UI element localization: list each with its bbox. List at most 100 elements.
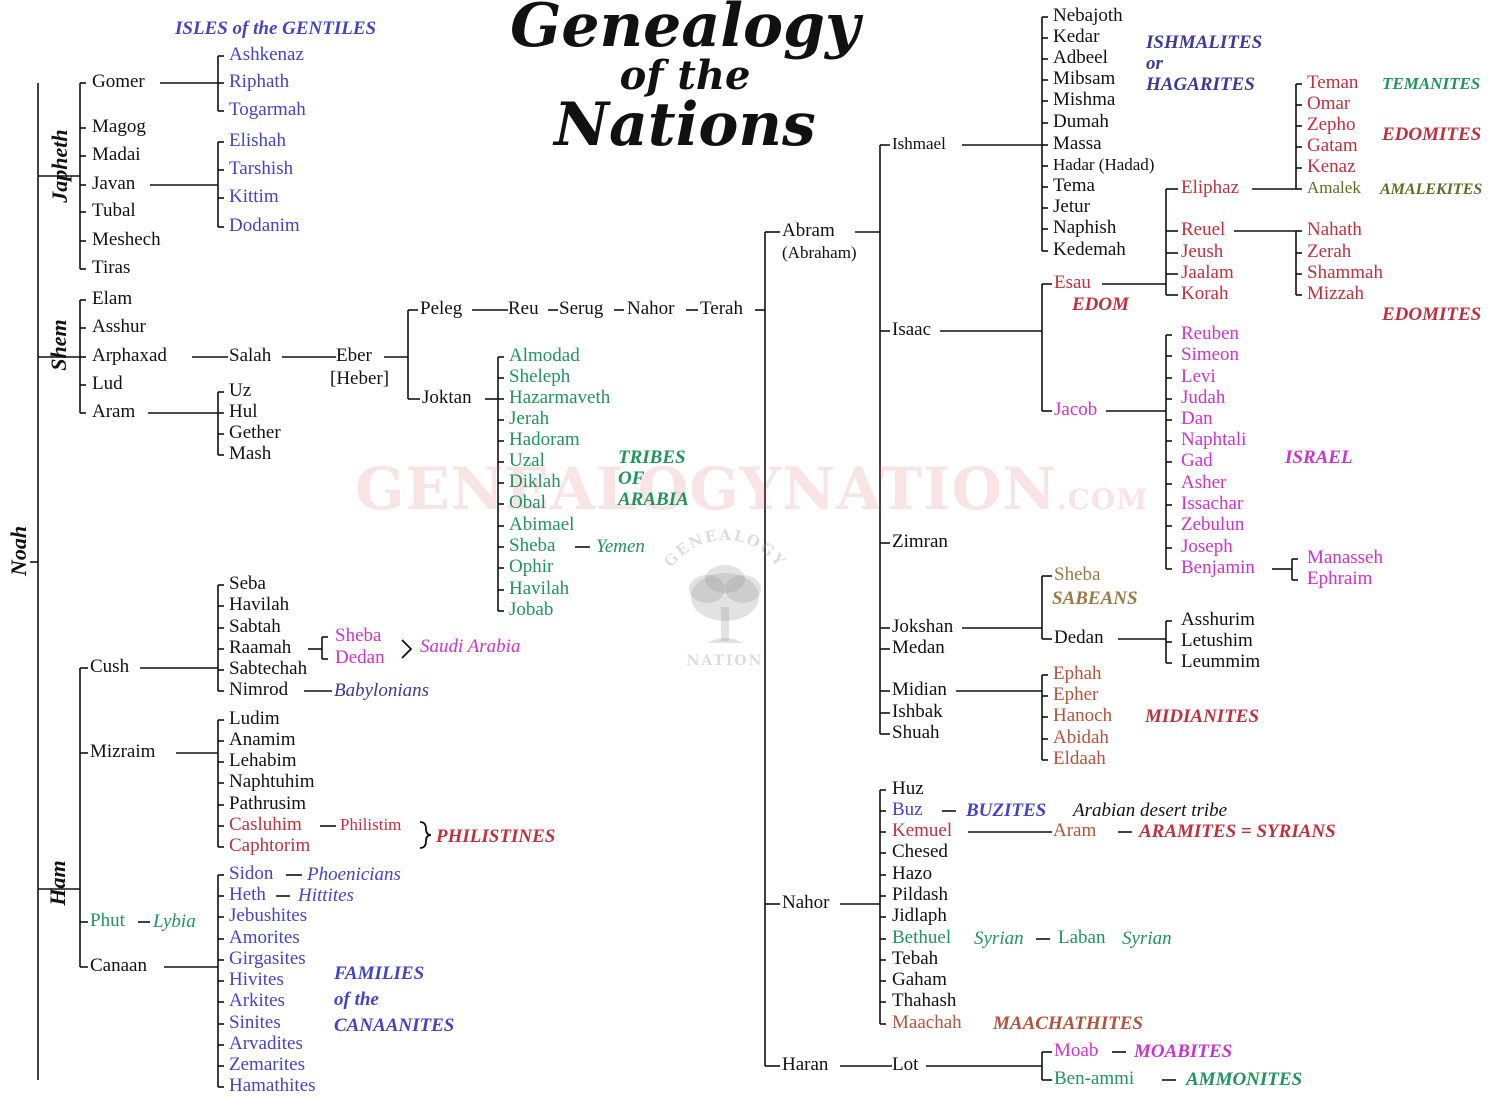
person-sinites: Sinites — [229, 1012, 281, 1033]
person-naphish: Naphish — [1053, 217, 1117, 238]
label-maachathites: MAACHATHITES — [993, 1013, 1143, 1034]
person-mibsam: Mibsam — [1053, 68, 1116, 89]
person-abidah: Abidah — [1053, 727, 1109, 748]
person-haran: Haran — [782, 1054, 829, 1075]
person-shammah: Shammah — [1307, 262, 1383, 283]
person-elishah: Elishah — [229, 130, 286, 151]
person-lehabim: Lehabim — [229, 750, 297, 771]
person-hanoch: Hanoch — [1053, 705, 1113, 726]
person-tebah: Tebah — [892, 948, 939, 969]
person-philistim: Philistim — [340, 815, 402, 834]
person-amorites: Amorites — [229, 927, 300, 948]
label-saudi-arabia: Saudi Arabia — [420, 636, 521, 657]
person-teman: Teman — [1307, 72, 1359, 93]
person-esau: Esau — [1054, 272, 1091, 293]
person-salah: Salah — [229, 345, 272, 366]
person-aram: Aram — [92, 401, 136, 422]
person-reuben: Reuben — [1181, 323, 1240, 344]
person-jebushites: Jebushites — [229, 905, 308, 926]
label-lybia: Lybia — [153, 911, 196, 932]
person-huz: Huz — [892, 778, 924, 799]
person-togarmah: Togarmah — [229, 99, 306, 120]
title-line-3: Nations — [554, 90, 816, 160]
label-israel: ISRAEL — [1285, 447, 1353, 468]
person-arkites: Arkites — [229, 990, 285, 1011]
watermark-text: GENEALOGYNATION — [355, 455, 1057, 523]
label-families: FAMILIES — [334, 963, 425, 984]
person-tubal: Tubal — [92, 200, 136, 221]
person-zerah: Zerah — [1307, 241, 1352, 262]
person-adbeel: Adbeel — [1053, 47, 1108, 68]
person-naphtali: Naphtali — [1181, 429, 1247, 450]
label-temanites: TEMANITES — [1382, 74, 1481, 93]
person-uzal: Uzal — [509, 450, 545, 471]
person-massa: Massa — [1053, 133, 1102, 154]
label-arabia: ARABIA — [618, 489, 689, 510]
person-mash: Mash — [229, 443, 272, 464]
person-mizraim: Mizraim — [90, 741, 156, 762]
person-eldaah: Eldaah — [1053, 748, 1106, 769]
person-epher: Epher — [1053, 684, 1099, 705]
person-zimran: Zimran — [892, 531, 948, 552]
person-shuah: Shuah — [892, 722, 940, 743]
tree-seal-watermark: GENEALOGY NATION — [660, 526, 787, 669]
person-cush: Cush — [90, 656, 130, 677]
person-casluhim: Casluhim — [229, 814, 302, 835]
person-joktan: Joktan — [422, 387, 472, 408]
person-omar: Omar — [1307, 93, 1351, 114]
person-jacob: Jacob — [1054, 399, 1098, 420]
label-of-the: of the — [334, 989, 379, 1010]
person-nahor: Nahor — [782, 892, 830, 913]
person-ben-ammi: Ben-ammi — [1054, 1068, 1135, 1089]
person-judah: Judah — [1181, 387, 1226, 408]
person-heth: Heth — [229, 884, 266, 905]
person-medan: Medan — [892, 637, 945, 658]
person-elam: Elam — [92, 288, 133, 309]
person-hadoram: Hadoram — [509, 429, 580, 450]
person-dumah: Dumah — [1053, 111, 1109, 132]
person-kedemah: Kedemah — [1053, 239, 1126, 260]
person-mizzah: Mizzah — [1307, 283, 1364, 304]
person-sheba: Sheba — [335, 625, 382, 646]
person-meshech: Meshech — [92, 229, 161, 250]
person-bethuel: Bethuel — [892, 927, 952, 948]
label-sabeans: SABEANS — [1052, 588, 1138, 609]
person-isaac: Isaac — [892, 319, 932, 340]
person-amalek: Amalek — [1307, 178, 1361, 197]
noah-label: Noah — [6, 525, 31, 576]
person-hul: Hul — [229, 401, 258, 422]
person-kemuel: Kemuel — [892, 820, 953, 841]
person-sabtah: Sabtah — [229, 616, 281, 637]
person-issachar: Issachar — [1181, 493, 1244, 514]
person-zemarites: Zemarites — [229, 1054, 305, 1075]
person-abraham: (Abraham) — [782, 243, 857, 262]
person-terah: Terah — [700, 298, 743, 319]
label-aramites-syrians: ARAMITES = SYRIANS — [1139, 821, 1336, 842]
person-hivites: Hivites — [229, 969, 284, 990]
person-heber: [Heber] — [330, 368, 390, 389]
person-reu: Reu — [508, 298, 539, 319]
person-reuel: Reuel — [1181, 219, 1226, 240]
seal-text-top: GENEALOGY — [660, 526, 787, 571]
person-caphtorim: Caphtorim — [229, 835, 311, 856]
label-yemen: Yemen — [596, 536, 645, 557]
person-sheba: Sheba — [1054, 564, 1101, 585]
label-canaanites: CANAANITES — [334, 1015, 455, 1036]
person-anamim: Anamim — [229, 729, 296, 750]
person-pildash: Pildash — [892, 884, 948, 905]
watermark: GENEALOGYNATION.COM — [355, 455, 1148, 523]
person-asher: Asher — [1181, 472, 1227, 493]
person-phut: Phut — [90, 910, 125, 931]
person-manasseh: Manasseh — [1307, 547, 1383, 568]
label-buzites: BUZITES — [966, 800, 1047, 821]
person-sheba: Sheba — [509, 535, 556, 556]
person-gatam: Gatam — [1307, 135, 1358, 156]
person-serug: Serug — [559, 298, 604, 319]
person-thahash: Thahash — [892, 990, 957, 1011]
seal-text-bottom: NATION — [687, 653, 764, 669]
person-chesed: Chesed — [892, 841, 948, 862]
watermark-suffix: .COM — [1056, 483, 1149, 516]
label-babylonians: Babylonians — [334, 680, 429, 701]
person-dan: Dan — [1181, 408, 1213, 429]
label-philistines: PHILISTINES — [436, 826, 556, 847]
